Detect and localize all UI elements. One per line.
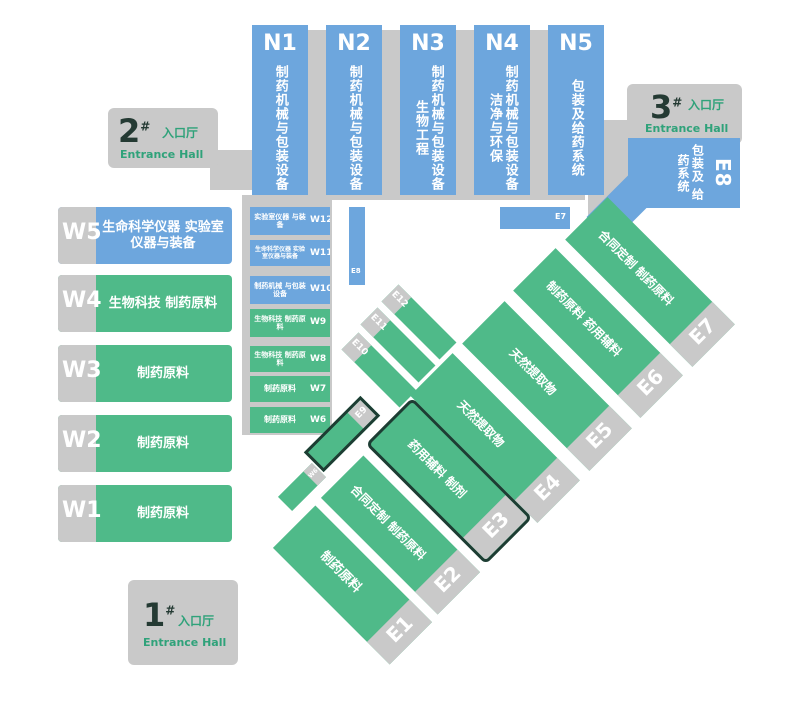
hall-n1[interactable]: N1 制药机械与包装设备 (252, 25, 308, 195)
entrance-hall-1[interactable] (128, 580, 238, 665)
hall-n1-code: N1 (263, 30, 297, 56)
hall-w12-label: 实验室仪器 与装备 (254, 212, 306, 229)
hall-w2[interactable]: W2 制药原料 (58, 415, 232, 472)
hall-w3[interactable]: W3 制药原料 (58, 345, 232, 402)
hall-w4[interactable]: W4 生物科技 制药原料 (58, 275, 232, 332)
hall-w3-code: W3 (62, 358, 102, 383)
hall-w2-code: W2 (62, 428, 102, 453)
hall-w11-code: W11 (310, 248, 330, 258)
hall-n5[interactable]: N5 包装及给药系统 (548, 25, 604, 195)
hall-n3-code: N3 (411, 30, 445, 56)
hall-n2-label: 制药机械与包装设备 (346, 65, 362, 191)
small-hall-mid-code: E8 (351, 267, 361, 275)
hall-w9-label: 生物科技 制药原料 (254, 314, 306, 331)
entrance-3-number: 3# (650, 88, 683, 126)
entrance-1-number: 1# (143, 596, 176, 634)
hall-n3[interactable]: N3 制药机械与包装设备 生物工程 (400, 25, 456, 195)
hall-w1-code: W1 (62, 498, 102, 523)
entrance-hall-3[interactable] (627, 84, 742, 144)
hall-w12[interactable]: 实验室仪器 与装备 W12 (250, 207, 330, 235)
hall-w11[interactable]: 生命科学仪器 实验室仪器与装备 W11 (250, 240, 330, 266)
hall-n1-label: 制药机械与包装设备 (272, 65, 288, 191)
hall-w8[interactable]: 生物科技 制药原料 W8 (250, 346, 330, 372)
hall-n4-code: N4 (485, 30, 519, 56)
hall-n4[interactable]: N4 制药机械与包装设备 洁净与环保 (474, 25, 530, 195)
hall-w9[interactable]: 生物科技 制药原料 W9 (250, 309, 330, 337)
hall-w4-code: W4 (62, 288, 102, 313)
hall-w6-label: 制药原料 (264, 415, 296, 425)
hall-w10[interactable]: 制药机械 与包装设备 W10 (250, 276, 330, 304)
small-hall-mid[interactable]: E8 (349, 207, 365, 285)
hall-w11-label: 生命科学仪器 实验室仪器与装备 (254, 245, 306, 260)
hall-w6-small[interactable]: W6 (277, 462, 327, 512)
hall-w6-code: W6 (310, 415, 327, 425)
entrance-hall-2[interactable] (108, 108, 218, 168)
entrance-2-number: 2# (118, 112, 151, 150)
hall-w5-code-overlay: W5 (62, 220, 102, 245)
entrance-2-en: Entrance Hall (120, 148, 204, 161)
hall-w4-label: 生物科技 制药原料 (108, 296, 218, 312)
hall-w5[interactable]: W5 W5 生命科学仪器 实验室仪器与装备 (58, 207, 232, 264)
hall-w9-code: W9 (310, 317, 327, 327)
hall-n5-code: N5 (559, 30, 593, 56)
hall-w5-label: 生命科学仪器 实验室仪器与装备 (102, 220, 224, 251)
hall-w1[interactable]: W1 制药原料 (58, 485, 232, 542)
hall-n5-label: 包装及给药系统 (568, 79, 584, 177)
hall-n2[interactable]: N2 制药机械与包装设备 (326, 25, 382, 195)
hall-w10-label: 制药机械 与包装设备 (254, 281, 306, 298)
entrance-2-cn: 入口厅 (162, 126, 199, 140)
hall-e8-code: E8 (711, 158, 735, 188)
hall-w7-code: W7 (310, 384, 327, 394)
entrance-3-cn: 入口厅 (688, 98, 725, 112)
hall-w3-label: 制药原料 (136, 366, 189, 382)
hall-w8-code: W8 (310, 354, 327, 364)
hall-w7-label: 制药原料 (264, 384, 296, 394)
small-hall-e8side[interactable]: E7 (500, 207, 570, 229)
entrance-1-en: Entrance Hall (143, 636, 227, 649)
hall-w1-label: 制药原料 (136, 506, 189, 522)
hall-w6[interactable]: 制药原料 W6 (250, 407, 330, 433)
hall-n3-label: 制药机械与包装设备 生物工程 (413, 65, 444, 191)
hall-w8-label: 生物科技 制药原料 (254, 350, 306, 367)
hall-w7[interactable]: 制药原料 W7 (250, 376, 330, 402)
entrance-1-cn: 入口厅 (178, 614, 215, 628)
hall-w12-code: W12 (310, 215, 330, 225)
hall-e8-label: 包装及 给药系统 (676, 144, 705, 202)
entrance-3-en: Entrance Hall (645, 122, 729, 135)
hall-w2-label: 制药原料 (136, 436, 189, 452)
small-hall-e8side-code: E7 (555, 212, 567, 221)
hall-w10-code: W10 (310, 284, 330, 294)
hall-n2-code: N2 (337, 30, 371, 56)
hall-n4-label: 制药机械与包装设备 洁净与环保 (487, 65, 518, 191)
